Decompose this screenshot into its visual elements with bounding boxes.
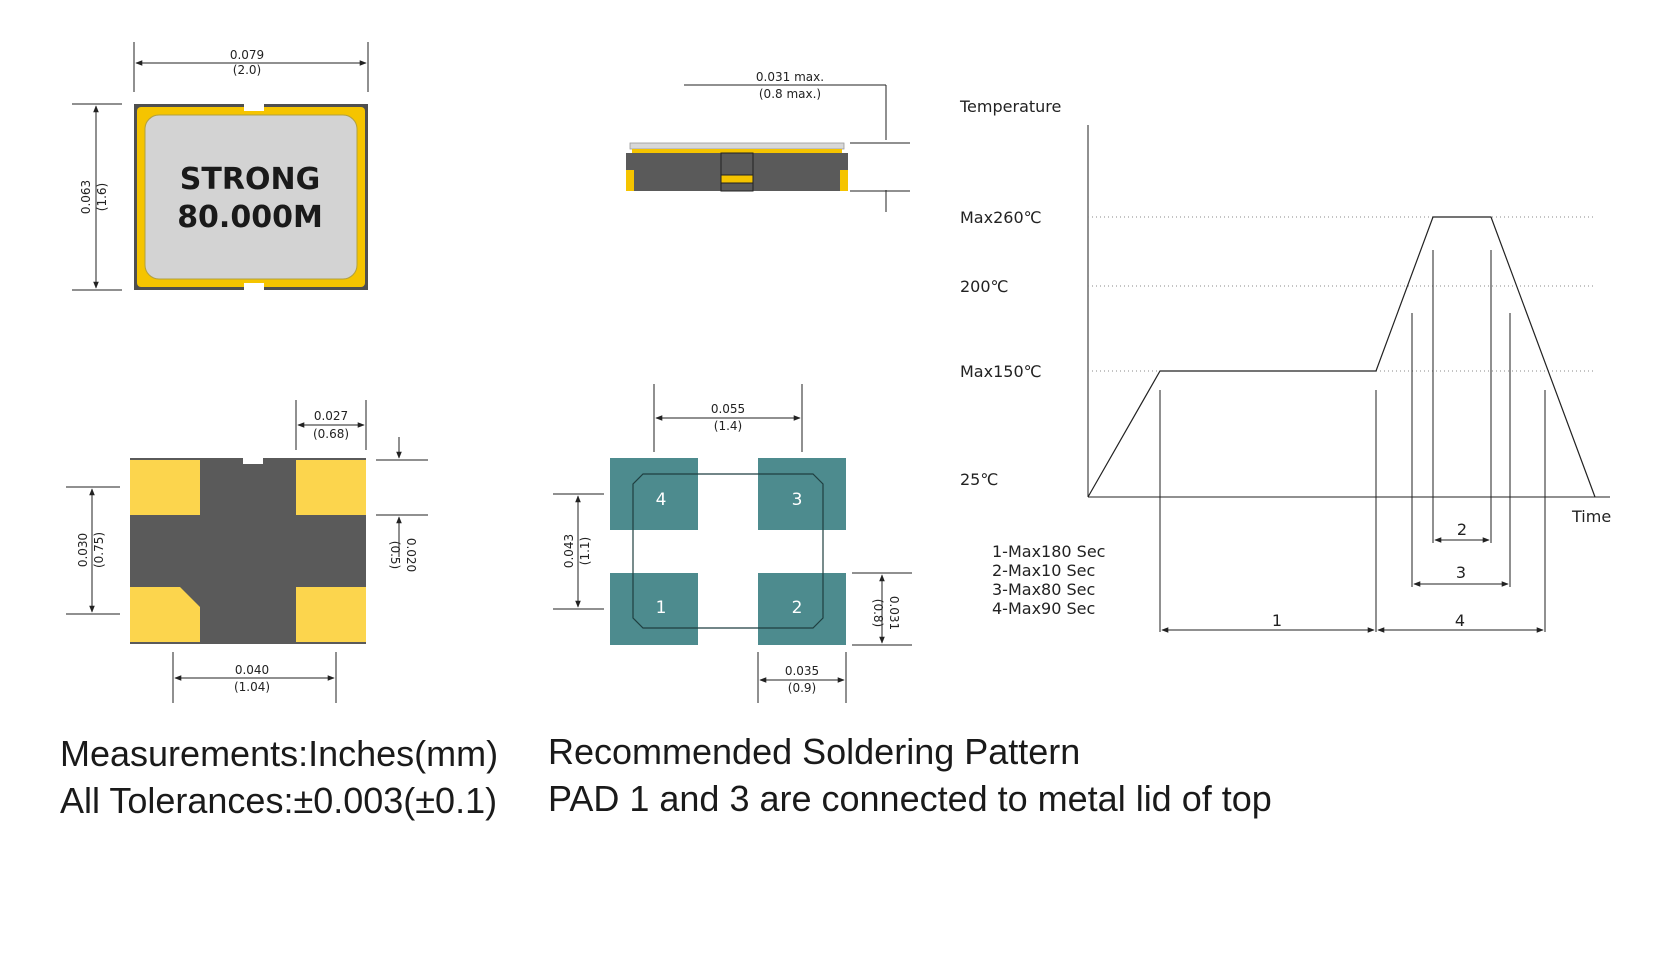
legend-item-4: 4-Max90 Sec bbox=[992, 599, 1095, 618]
land-3 bbox=[758, 458, 846, 530]
dim-pad-width-mm: (0.68) bbox=[313, 427, 349, 441]
dim-thickness-inch: 0.031 max. bbox=[756, 70, 824, 84]
dim-height-inch: 0.063 bbox=[79, 180, 93, 214]
dim-pitch-y-mm: (0.75) bbox=[92, 532, 106, 568]
land-2 bbox=[758, 573, 846, 645]
pad-top-left bbox=[130, 460, 200, 515]
dim-span-y-inch: 0.043 bbox=[562, 534, 576, 568]
dim-width-mm: (2.0) bbox=[233, 63, 261, 77]
dim-pitch-y-inch: 0.030 bbox=[76, 533, 90, 567]
tolerance-note: All Tolerances:±0.003(±0.1) bbox=[60, 780, 498, 821]
bottom-top-notch bbox=[243, 458, 263, 464]
dim-pad-width-inch: 0.027 bbox=[314, 409, 348, 423]
axis-label-time: Time bbox=[1571, 507, 1611, 526]
land-1-label: 1 bbox=[656, 598, 667, 618]
legend-item-3: 3-Max80 Sec bbox=[992, 580, 1095, 599]
zone-2: 2 bbox=[1457, 520, 1467, 539]
dim-span-x-mm: (1.4) bbox=[714, 419, 742, 433]
land-2-label: 2 bbox=[792, 598, 803, 618]
dim-thickness-mm: (0.8 max.) bbox=[759, 87, 821, 101]
bottom-view: 0.027 (0.68) 0.040 (1.04) 0.030 (0.75) 0… bbox=[66, 400, 428, 703]
zone-4: 4 bbox=[1455, 611, 1465, 630]
package-outline bbox=[632, 473, 824, 629]
solder-pattern: 4 3 1 2 0.055 (1.4) 0.043 (1.1) 0.035 (0… bbox=[553, 384, 912, 703]
side-lid bbox=[629, 142, 845, 150]
dim-pitch-x-mm: (1.04) bbox=[234, 680, 270, 694]
legend-item-1: 1-Max180 Sec bbox=[992, 542, 1105, 561]
metal-lid bbox=[144, 114, 358, 280]
land-4-label: 4 bbox=[656, 490, 667, 510]
pad-pin1-chamfered bbox=[130, 587, 200, 642]
pattern-title: Recommended Soldering Pattern bbox=[548, 731, 1081, 772]
zone-1: 1 bbox=[1272, 611, 1282, 630]
dim-land-h-mm: (0.8) bbox=[871, 599, 885, 627]
pad-bottom-right bbox=[296, 587, 366, 642]
dim-width-inch: 0.079 bbox=[230, 48, 264, 62]
dim-pad-height-inch: 0.020 bbox=[404, 538, 418, 572]
profile-curve bbox=[1087, 216, 1596, 498]
legend-item-2: 2-Max10 Sec bbox=[992, 561, 1095, 580]
zone-3: 3 bbox=[1456, 563, 1466, 582]
side-seal bbox=[632, 149, 842, 153]
land-3-label: 3 bbox=[792, 490, 803, 510]
dim-span-x-inch: 0.055 bbox=[711, 402, 745, 416]
bottom-notch bbox=[244, 283, 264, 290]
dim-pitch-x-inch: 0.040 bbox=[235, 663, 269, 677]
marking-line1: STRONG bbox=[180, 162, 320, 197]
measurements-note: Measurements:Inches(mm) bbox=[60, 733, 499, 774]
top-view: STRONG 80.000M 0.079 (2.0) 0.063 (1.6) bbox=[72, 42, 369, 291]
marking-line2: 80.000M bbox=[177, 200, 323, 235]
level-150: Max150℃ bbox=[960, 362, 1042, 381]
side-view: 0.031 max. (0.8 max.) bbox=[626, 70, 910, 212]
side-center-pad bbox=[720, 174, 754, 184]
level-260: Max260℃ bbox=[960, 208, 1042, 227]
side-terminal-right bbox=[840, 170, 848, 191]
side-terminal-left bbox=[626, 170, 634, 191]
dim-pad-height-mm: (0.5) bbox=[388, 541, 402, 569]
reflow-profile: Temperature Time Max260℃ 200℃ Max150℃ 25… bbox=[959, 97, 1611, 633]
dim-land-w-mm: (0.9) bbox=[788, 681, 816, 695]
dim-land-h-inch: 0.031 bbox=[887, 596, 901, 630]
top-notch bbox=[244, 104, 264, 111]
side-center-notch bbox=[720, 152, 754, 192]
pad-connection-note: PAD 1 and 3 are connected to metal lid o… bbox=[548, 778, 1272, 819]
dim-span-y-mm: (1.1) bbox=[578, 537, 592, 565]
level-200: 200℃ bbox=[960, 277, 1009, 296]
level-25: 25℃ bbox=[960, 470, 998, 489]
axis-label-temperature: Temperature bbox=[959, 97, 1061, 116]
dim-land-w-inch: 0.035 bbox=[785, 664, 819, 678]
land-4 bbox=[610, 458, 698, 530]
dim-height-mm: (1.6) bbox=[95, 183, 109, 211]
land-1 bbox=[610, 573, 698, 645]
pad-top-right bbox=[296, 460, 366, 515]
